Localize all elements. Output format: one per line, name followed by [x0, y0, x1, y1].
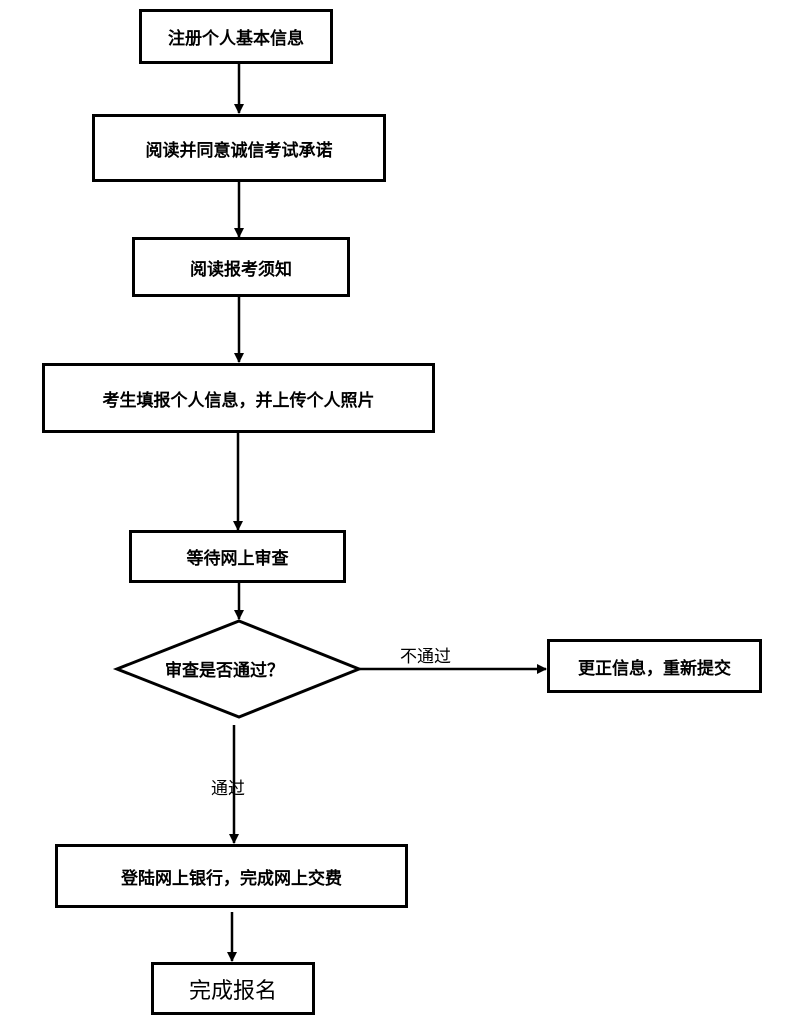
- node-register-label: 注册个人基本信息: [168, 29, 304, 49]
- node-payment: 登陆网上银行，完成网上交费: [55, 844, 408, 908]
- node-payment-label: 登陆网上银行，完成网上交费: [121, 868, 342, 889]
- node-register: 注册个人基本信息: [139, 9, 333, 64]
- node-complete-label: 完成报名: [188, 978, 277, 1004]
- node-fill-info: 考生填报个人信息，并上传个人照片: [42, 363, 435, 433]
- node-notice-label: 阅读报考须知: [190, 259, 292, 280]
- edge-label-passed: 通过: [211, 779, 245, 799]
- node-fill-info-label: 考生填报个人信息，并上传个人照片: [102, 390, 375, 411]
- node-complete: 完成报名: [151, 962, 315, 1015]
- decision-label: 审查是否通过？: [165, 661, 284, 681]
- node-wait-review: 等待网上审查: [129, 530, 346, 583]
- node-correct-info-label: 更正信息，重新提交: [578, 658, 731, 679]
- node-notice: 阅读报考须知: [132, 237, 350, 297]
- node-correct-info: 更正信息，重新提交: [547, 639, 762, 693]
- node-integrity-label: 阅读并同意诚信考试承诺: [145, 140, 333, 161]
- node-wait-review-label: 等待网上审查: [186, 549, 289, 569]
- node-integrity: 阅读并同意诚信考试承诺: [92, 114, 386, 182]
- decision-diamond: [112, 619, 364, 719]
- edge-label-not-passed: 不通过: [400, 647, 451, 667]
